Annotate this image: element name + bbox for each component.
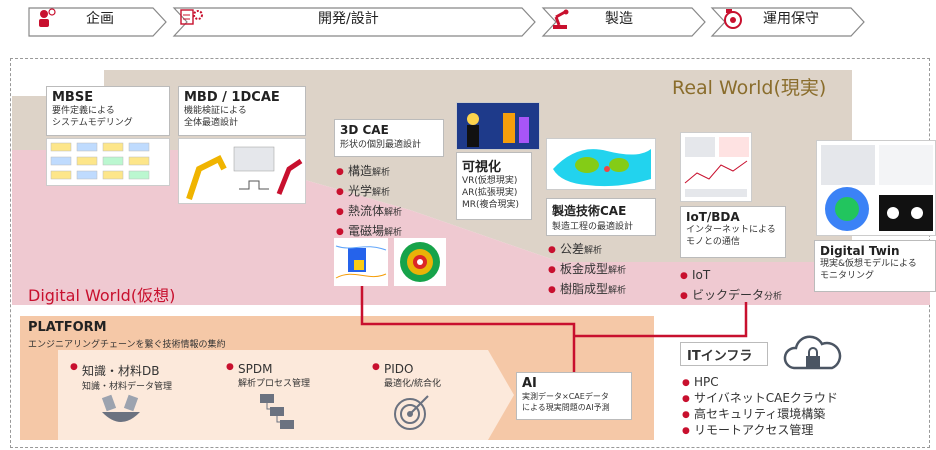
phase-development-label: 開発/設計 [318,11,379,27]
target-icon [392,392,432,436]
visual-line-3: MR(複合現実) [462,200,520,210]
gear-design-icon [180,8,203,28]
iot-title: IoT/BDA [686,210,740,224]
infra-list: HPC サイバネットCAEクラウド 高セキュリティ環境構築 リモートアクセス管理 [682,374,838,439]
platform-item-title: SPDM [238,362,273,376]
list-item: 高セキュリティ環境構築 [682,406,838,423]
ai-desc-2: による現実問題のAI予測 [522,403,610,412]
platform-item-pido: ●PIDO 最適化/統合化 [372,362,442,389]
list-item: 構造解析 [336,162,402,182]
platform-item-desc: 最適化/統合化 [384,379,442,389]
flow-analysis-image [334,238,388,286]
process-flow-icon [258,392,298,436]
robot-arm-icon [551,8,571,29]
digital-world-label: Digital World(仮想) [28,286,176,305]
cae3d-card: 3D CAE 形状の個別最適設計 [334,119,444,157]
phase-arrow-development [172,7,536,37]
twin-card: Digital Twin 現実&仮想モデルによる モニタリング [814,240,936,292]
person-idea-icon [36,8,56,28]
platform-item-spdm: ●SPDM 解析プロセス管理 [226,362,311,389]
twin-desc-1: 現実&仮想モデルによる [820,259,917,269]
twin-desc-2: モニタリング [820,271,875,281]
mbd-desc-1: 機能検証による [184,106,247,116]
list-item: 樹脂成型解析 [548,280,626,300]
visual-card: 可視化 VR(仮想現実) AR(拡張現実) MR(複合現実) [456,152,532,220]
mbd-simulation-image [178,138,306,204]
mbd-desc-2: 全体最適設計 [184,118,239,128]
platform-item-desc: 知識・材料データ管理 [82,382,173,392]
connector-cae-ai [360,286,576,372]
iot-card: IoT/BDA インターネットによる モノとの通信 [680,206,786,258]
iot-dashboard-image [680,132,752,202]
platform-desc: エンジニアリングチェーンを繋ぐ技術情報の集約 [28,340,226,350]
phase-operation-label: 運用保守 [763,11,819,27]
platform-item-title: PIDO [384,362,414,376]
list-item: ビックデータ分析 [680,286,782,306]
ai-card: AI 実測データ×CAEデータ による現実問題のAI予測 [516,372,632,420]
list-item: サイバネットCAEクラウド [682,390,838,407]
ai-desc-1: 実測データ×CAEデータ [522,392,609,401]
cae3d-list: 構造解析 光学解析 熱流体解析 電磁場解析 [336,162,402,242]
press-forming-image [546,138,656,190]
infra-title: ITインフラ [680,342,768,366]
mfgcae-desc: 製造工程の最適設計 [552,222,634,232]
cloud-lock-icon [782,328,842,384]
twin-title: Digital Twin [820,244,900,258]
cae3d-title: 3D CAE [340,123,389,137]
iot-list: IoT ビックデータ分析 [680,266,782,306]
mbd-title: MBD / 1DCAE [184,90,280,105]
mbse-diagram-image [46,138,170,186]
phase-arrow-planning [28,7,167,37]
mbse-desc-1: 要件定義による [52,106,115,116]
digital-twin-image [816,140,936,236]
visual-title: 可視化 [462,160,502,175]
list-item: 板金成型解析 [548,260,626,280]
visual-line-1: VR(仮想現実) [462,176,518,186]
phase-arrow-manufacturing [541,7,706,37]
structural-analysis-image [394,238,446,286]
mbse-desc-2: システムモデリング [52,118,133,128]
phase-arrows [28,7,865,37]
iot-desc-1: インターネットによる [686,225,776,235]
mbse-card: MBSE 要件定義による システムモデリング [46,86,170,136]
connector-ai-iot [574,302,748,338]
real-world-label: Real World(現実) [672,77,827,99]
list-item: HPC [682,374,838,391]
maintenance-icon [722,8,742,29]
platform-item-desc: 解析プロセス管理 [238,379,311,389]
platform-title: PLATFORM [28,320,107,335]
mbse-title: MBSE [52,90,94,105]
mfgcae-card: 製造技術CAE 製造工程の最適設計 [546,198,656,236]
list-item: IoT [680,266,782,286]
platform-item-knowledge: ●知識・材料DB 知識・材料データ管理 [70,362,173,392]
phase-planning-label: 企画 [86,11,114,27]
list-item: 熱流体解析 [336,202,402,222]
ai-title: AI [522,376,537,391]
iot-desc-2: モノとの通信 [686,237,740,247]
visual-line-2: AR(拡張現実) [462,188,518,198]
phase-manufacturing-label: 製造 [605,11,633,27]
mbd-card: MBD / 1DCAE 機能検証による 全体最適設計 [178,86,306,136]
list-item: 光学解析 [336,182,402,202]
list-item: 公差解析 [548,240,626,260]
list-item: リモートアクセス管理 [682,422,838,439]
mfgcae-title: 製造技術CAE [552,204,627,218]
mfgcae-list: 公差解析 板金成型解析 樹脂成型解析 [548,240,626,300]
cae3d-desc: 形状の個別最適設計 [340,140,422,150]
list-item: 電磁場解析 [336,222,402,242]
vr-ar-image [456,102,540,150]
platform-inner-arrow [58,350,514,440]
database-icon [96,392,146,436]
platform-item-title: 知識・材料DB [82,364,160,378]
